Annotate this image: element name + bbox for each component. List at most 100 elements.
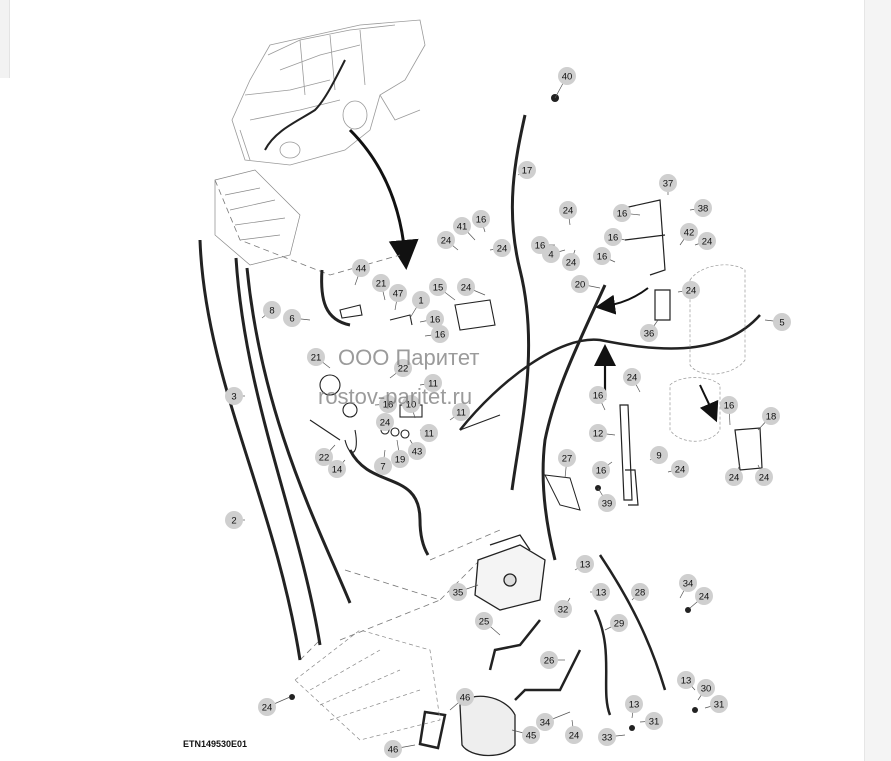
callout-label: 34 [540, 717, 551, 728]
bracket-12 [619, 404, 639, 506]
callout-16: 16 [472, 210, 490, 233]
callout-41: 41 [453, 217, 476, 241]
upper-panel-sketch [214, 169, 301, 266]
callout-label: 7 [380, 461, 385, 472]
callout-24: 24 [559, 201, 577, 226]
callout-31: 31 [639, 712, 663, 730]
callout-42: 42 [679, 223, 698, 246]
callout-12: 12 [589, 424, 616, 442]
callout-bubble [558, 449, 576, 467]
callout-bubble [352, 259, 370, 277]
callout-45: 45 [511, 726, 540, 744]
callout-label: 24 [380, 417, 391, 428]
callout-bubble [402, 395, 420, 413]
callout-label: 13 [580, 559, 591, 570]
callout-label: 24 [497, 243, 508, 254]
callout-31: 31 [704, 695, 728, 713]
callout-label: 31 [649, 716, 660, 727]
callout-36: 36 [640, 319, 659, 342]
callout-bubble [426, 310, 444, 328]
callout-bubble [424, 374, 442, 392]
callout-44: 44 [352, 259, 370, 286]
callout-14: 14 [328, 459, 346, 478]
callout-16: 16 [424, 325, 449, 343]
callout-label: 46 [460, 692, 471, 703]
callout-bubble [593, 247, 611, 265]
watermark-company: ООО Паритет [338, 345, 480, 370]
callout-label: 20 [575, 279, 586, 290]
callout-bubble [540, 651, 558, 669]
fittings-cluster [309, 299, 501, 453]
callout-label: 34 [683, 578, 694, 589]
callout-39: 39 [597, 487, 616, 512]
callout-bubble [565, 726, 583, 744]
callout-label: 8 [269, 305, 274, 316]
callout-38: 38 [689, 199, 712, 217]
dashed-guides [214, 179, 501, 661]
callout-bubble [452, 403, 470, 421]
callout-bubble [412, 291, 430, 309]
callout-16: 16 [419, 310, 444, 328]
callout-19: 19 [391, 439, 409, 468]
callout-label: 28 [635, 587, 646, 598]
callout-label: 24 [563, 205, 574, 216]
callout-bubble [671, 460, 689, 478]
callout-bubble [475, 612, 493, 630]
callout-bubble [631, 583, 649, 601]
callout-13: 13 [590, 583, 610, 601]
callout-label: 24 [686, 285, 697, 296]
callout-43: 43 [408, 439, 426, 460]
callout-bubble [562, 253, 580, 271]
callout-24: 24 [489, 239, 511, 257]
callout-bubble [576, 555, 594, 573]
callout-1: 1 [409, 291, 430, 319]
callout-16: 16 [720, 396, 738, 426]
valve-block-35 [474, 534, 546, 611]
callout-bubble [283, 309, 301, 327]
callout-27: 27 [558, 449, 576, 479]
watermark-url: rostov-paritet.ru [318, 384, 473, 409]
callout-21: 21 [372, 274, 390, 301]
callout-label: 22 [398, 363, 409, 374]
callout-bubble [542, 245, 560, 263]
callout-label: 21 [311, 352, 322, 363]
callout-bubble [645, 712, 663, 730]
callout-24: 24 [258, 696, 291, 716]
callout-bubble [263, 301, 281, 319]
callout-18: 18 [757, 407, 780, 431]
callout-22: 22 [389, 359, 412, 379]
callout-3: 3 [225, 387, 245, 405]
callout-bubble [725, 468, 743, 486]
callout-label: 16 [535, 240, 546, 251]
callout-bubble [559, 201, 577, 219]
callout-label: 39 [602, 498, 613, 509]
hoses-28-29 [593, 554, 667, 716]
callout-label: 16 [383, 399, 394, 410]
callout-label: 24 [441, 235, 452, 246]
callout-bubble [493, 239, 511, 257]
callout-label: 30 [701, 683, 712, 694]
callout-label: 32 [558, 604, 569, 615]
left-edge-strip [0, 0, 10, 78]
callout-11: 11 [419, 424, 438, 442]
callout-11: 11 [449, 403, 470, 421]
callout-bubble [429, 278, 447, 296]
callout-bubble [225, 387, 243, 405]
callout-label: 25 [479, 616, 490, 627]
callout-bubble [710, 695, 728, 713]
callout-33: 33 [598, 728, 626, 746]
callout-46: 46 [384, 740, 416, 758]
callout-label: 38 [698, 203, 709, 214]
callout-24: 24 [755, 464, 773, 486]
callout-bubble [682, 281, 700, 299]
callout-bubble [456, 688, 474, 706]
callout-10: 10 [402, 395, 420, 419]
callout-24: 24 [623, 368, 641, 393]
plate-27 [544, 474, 581, 511]
callout-label: 29 [614, 618, 625, 629]
callout-bubble [625, 695, 643, 713]
callout-label: 27 [562, 453, 573, 464]
callout-bubble [640, 324, 658, 342]
callout-label: 16 [597, 251, 608, 262]
callout-bubble [258, 698, 276, 716]
